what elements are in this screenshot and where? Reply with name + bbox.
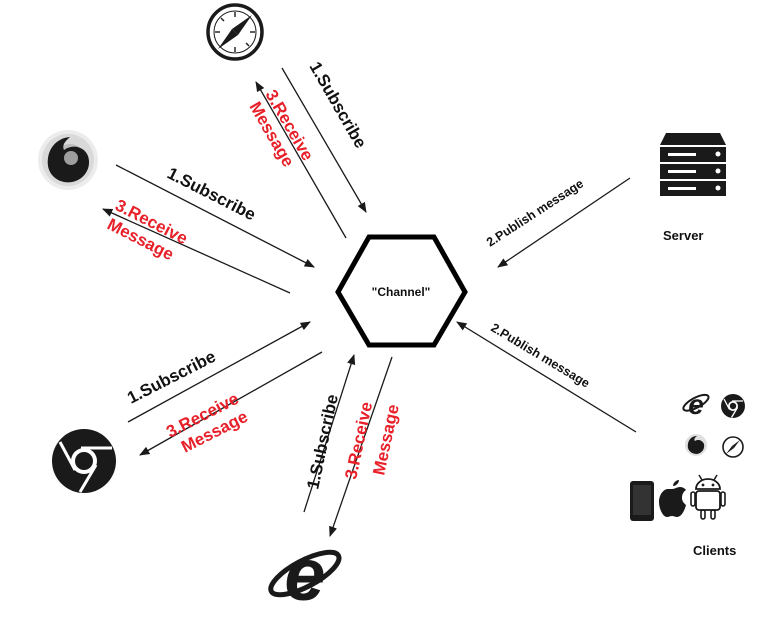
- chrome-small-icon: [721, 394, 745, 418]
- arrow-firefox-receive: [102, 208, 291, 294]
- channel-hexagon: [335, 234, 468, 348]
- arrow-clients-publish: [456, 321, 637, 433]
- label-publish-clients: 2.Publish message: [488, 321, 592, 391]
- arrow-ie-receive: [329, 356, 393, 537]
- firefox-small-icon: [685, 434, 707, 456]
- label-publish-server: 2.Publish message: [484, 176, 586, 249]
- arrow-ie-subscribe: [303, 354, 356, 513]
- chrome-icon: [52, 429, 116, 493]
- svg-text:e: e: [284, 533, 325, 616]
- svg-text:e: e: [688, 389, 704, 420]
- apple-icon: [659, 480, 686, 517]
- server-icon: [660, 133, 726, 196]
- safari-small-icon: [722, 436, 744, 458]
- arrow-server-publish: [497, 177, 631, 268]
- ie-small-icon: e: [682, 389, 710, 420]
- arrows: [102, 67, 637, 537]
- safari-icon: [206, 3, 264, 61]
- phone-icon: [630, 481, 654, 521]
- clients-icons: e: [630, 389, 745, 521]
- firefox-icon: [38, 130, 98, 190]
- channel-hub: "Channel": [335, 234, 468, 348]
- android-icon: [690, 474, 726, 520]
- label-receive-ie-2: Message: [369, 403, 403, 477]
- arrow-safari-receive: [255, 81, 347, 239]
- label-subscribe-safari: 1.Subscribe: [306, 59, 371, 152]
- arrow-chrome-receive: [139, 351, 323, 456]
- ie-icon: e: [268, 533, 342, 616]
- server-caption: Server: [663, 228, 703, 243]
- label-subscribe-ie: 1.Subscribe: [303, 393, 342, 491]
- arrow-safari-subscribe: [281, 67, 367, 213]
- clients-caption: Clients: [693, 543, 736, 558]
- arrow-chrome-subscribe: [127, 321, 311, 423]
- channel-label: "Channel": [372, 285, 431, 299]
- arrow-firefox-subscribe: [115, 164, 315, 268]
- label-subscribe-firefox: 1.Subscribe: [164, 164, 258, 225]
